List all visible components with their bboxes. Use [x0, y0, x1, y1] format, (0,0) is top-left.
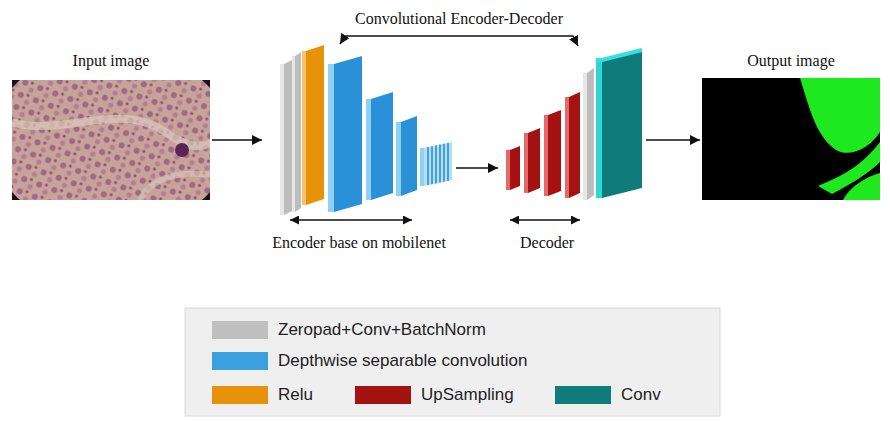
legend-item: Conv: [555, 385, 661, 405]
layer-face: [602, 50, 642, 198]
node-label: Decoder: [520, 234, 574, 252]
legend-item: UpSampling: [355, 385, 514, 405]
legend-item: Depthwise separable convolution: [212, 351, 528, 371]
layer-side: [583, 73, 587, 200]
edge-label: Convolutional Encoder-Decoder: [352, 10, 566, 28]
layer-face: [528, 128, 540, 193]
span-bracket: [510, 219, 580, 220]
layer-face: [371, 92, 393, 200]
flow-arrow: [212, 139, 262, 141]
legend-item: Zeropad+Conv+BatchNorm: [212, 320, 486, 340]
segment-region: [800, 78, 880, 153]
legend-label: Relu: [278, 385, 313, 405]
layer-stripes: [428, 143, 448, 185]
image-ground: [702, 78, 880, 200]
layer-face: [510, 146, 520, 190]
legend-swatch: [212, 352, 268, 370]
layer-face: [306, 45, 324, 205]
stripe: [435, 145, 437, 183]
stripe: [443, 144, 445, 182]
legend-swatch: [355, 386, 411, 404]
legend-label: Zeropad+Conv+BatchNorm: [278, 320, 486, 340]
layer-face: [295, 52, 301, 212]
tissue-gap: [12, 119, 210, 146]
layer-face: [284, 60, 292, 215]
image-panel: Input image: [10, 52, 212, 200]
layer-side: [396, 122, 401, 196]
node-label: Input image: [73, 52, 150, 70]
layer-side: [565, 97, 569, 198]
legend-swatch: [555, 386, 611, 404]
legend-label: UpSampling: [421, 385, 514, 405]
layer-face: [334, 56, 362, 212]
tissue: [12, 80, 210, 200]
layer-face: [424, 142, 452, 186]
layer-side: [420, 148, 424, 186]
layer-side: [302, 51, 306, 205]
legend-swatch: [212, 386, 268, 404]
output-image: [702, 78, 880, 200]
legend-panel: [185, 308, 720, 416]
node-label: Output image: [747, 52, 835, 70]
span-bracket: [290, 219, 412, 220]
layer-top: [596, 50, 642, 60]
stripe: [439, 145, 441, 183]
layer-face: [569, 92, 580, 198]
legend-item: Relu: [212, 385, 313, 405]
edge-label-holder: Convolutional Encoder-Decoder: [352, 10, 566, 28]
encoder-block: Encoder base on mobilenet: [262, 44, 456, 252]
layer-face: [587, 68, 594, 200]
legend-swatch: [212, 321, 268, 339]
layer-side: [596, 60, 602, 198]
layer-side: [366, 99, 371, 200]
image-panel: Output image: [700, 52, 882, 200]
legend-label: Conv: [621, 385, 661, 405]
stripe: [431, 146, 433, 184]
layer-side: [292, 56, 295, 212]
node-label: Encoder base on mobilenet: [272, 234, 446, 252]
layer-face: [548, 110, 561, 196]
layer-side: [328, 64, 334, 212]
segment-region: [843, 173, 880, 200]
tissue-gap: [140, 174, 210, 200]
flow-arrow: [646, 139, 700, 141]
layer-side: [280, 64, 284, 215]
stripe: [427, 147, 429, 185]
legend-label: Depthwise separable convolution: [278, 351, 528, 371]
layer-side: [506, 150, 510, 190]
layer-side: [524, 133, 528, 193]
layer-face: [401, 116, 417, 196]
decoder-block: Decoder: [498, 46, 646, 252]
encoder-layers: [280, 45, 452, 215]
input-image: [12, 80, 210, 200]
flow-arrow: [456, 167, 498, 169]
layer-side: [544, 115, 548, 196]
stripe: [447, 143, 449, 181]
decoder-layers: [506, 50, 642, 200]
span-arrow: [340, 36, 578, 46]
dark-cell: [175, 143, 189, 157]
